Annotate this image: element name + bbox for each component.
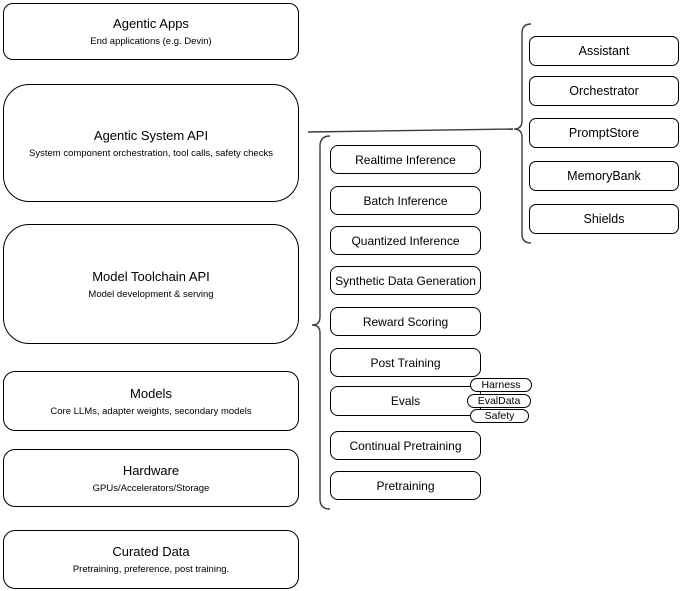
tag-evaldata: EvalData: [467, 394, 531, 408]
node-subtitle: Core LLMs, adapter weights, secondary mo…: [50, 405, 252, 417]
node-label: Orchestrator: [569, 84, 639, 98]
node-post-training: Post Training: [330, 348, 481, 377]
node-pretraining: Pretraining: [330, 471, 481, 500]
node-reward-scoring: Reward Scoring: [330, 307, 481, 336]
node-label: Synthetic Data Generation: [335, 273, 476, 288]
node-hardware: Hardware GPUs/Accelerators/Storage: [3, 449, 299, 507]
node-label: Realtime Inference: [355, 152, 456, 167]
node-subtitle: Pretraining, preference, post training.: [72, 564, 230, 575]
node-title: Curated Data: [112, 544, 190, 559]
tag-label: Harness: [481, 379, 521, 391]
node-label: PromptStore: [568, 126, 640, 140]
node-subtitle: System component orchestration, tool cal…: [29, 147, 273, 159]
node-label: Reward Scoring: [362, 314, 449, 329]
node-synthetic-data-generation: Synthetic Data Generation: [330, 266, 481, 295]
node-title: Hardware: [122, 462, 180, 478]
node-shields: Shields: [529, 204, 679, 234]
node-label: Quantized Inference: [351, 233, 460, 248]
node-continual-pretraining: Continual Pretraining: [330, 431, 481, 460]
node-label: Continual Pretraining: [349, 438, 462, 453]
node-batch-inference: Batch Inference: [330, 186, 481, 215]
edge-system-api-to-components: [307, 128, 514, 133]
node-title: Agentic System API: [93, 127, 209, 143]
node-quantized-inference: Quantized Inference: [330, 226, 481, 255]
bracket-toolchain-components: [311, 135, 331, 510]
node-label: MemoryBank: [567, 169, 641, 183]
node-subtitle: Model development & serving: [88, 288, 214, 300]
node-title: Model Toolchain API: [92, 268, 210, 284]
node-label: Assistant: [578, 44, 630, 58]
node-title: Models: [130, 385, 172, 401]
node-label: Post Training: [370, 355, 441, 370]
node-label: Shields: [583, 212, 625, 226]
tag-safety: Safety: [470, 409, 529, 423]
tag-harness: Harness: [470, 378, 532, 392]
node-curated-data: Curated Data Pretraining, preference, po…: [3, 530, 299, 589]
node-subtitle: GPUs/Accelerators/Storage: [92, 482, 210, 494]
node-model-toolchain-api: Model Toolchain API Model development & …: [3, 224, 299, 344]
node-evals: Evals: [330, 386, 481, 416]
node-label: Evals: [390, 394, 421, 408]
node-agentic-apps: Agentic Apps End applications (e.g. Devi…: [3, 3, 299, 60]
node-subtitle: End applications (e.g. Devin): [90, 36, 212, 47]
node-assistant: Assistant: [529, 36, 679, 66]
tag-label: EvalData: [477, 395, 521, 407]
node-models: Models Core LLMs, adapter weights, secon…: [3, 371, 299, 431]
node-promptstore: PromptStore: [529, 118, 679, 148]
node-orchestrator: Orchestrator: [529, 76, 679, 106]
node-memorybank: MemoryBank: [529, 161, 679, 191]
node-realtime-inference: Realtime Inference: [330, 145, 481, 174]
node-agentic-system-api: Agentic System API System component orch…: [3, 84, 299, 202]
node-title: Agentic Apps: [113, 16, 189, 31]
tag-label: Safety: [484, 410, 515, 422]
node-label: Batch Inference: [363, 193, 448, 208]
node-label: Pretraining: [376, 478, 435, 493]
